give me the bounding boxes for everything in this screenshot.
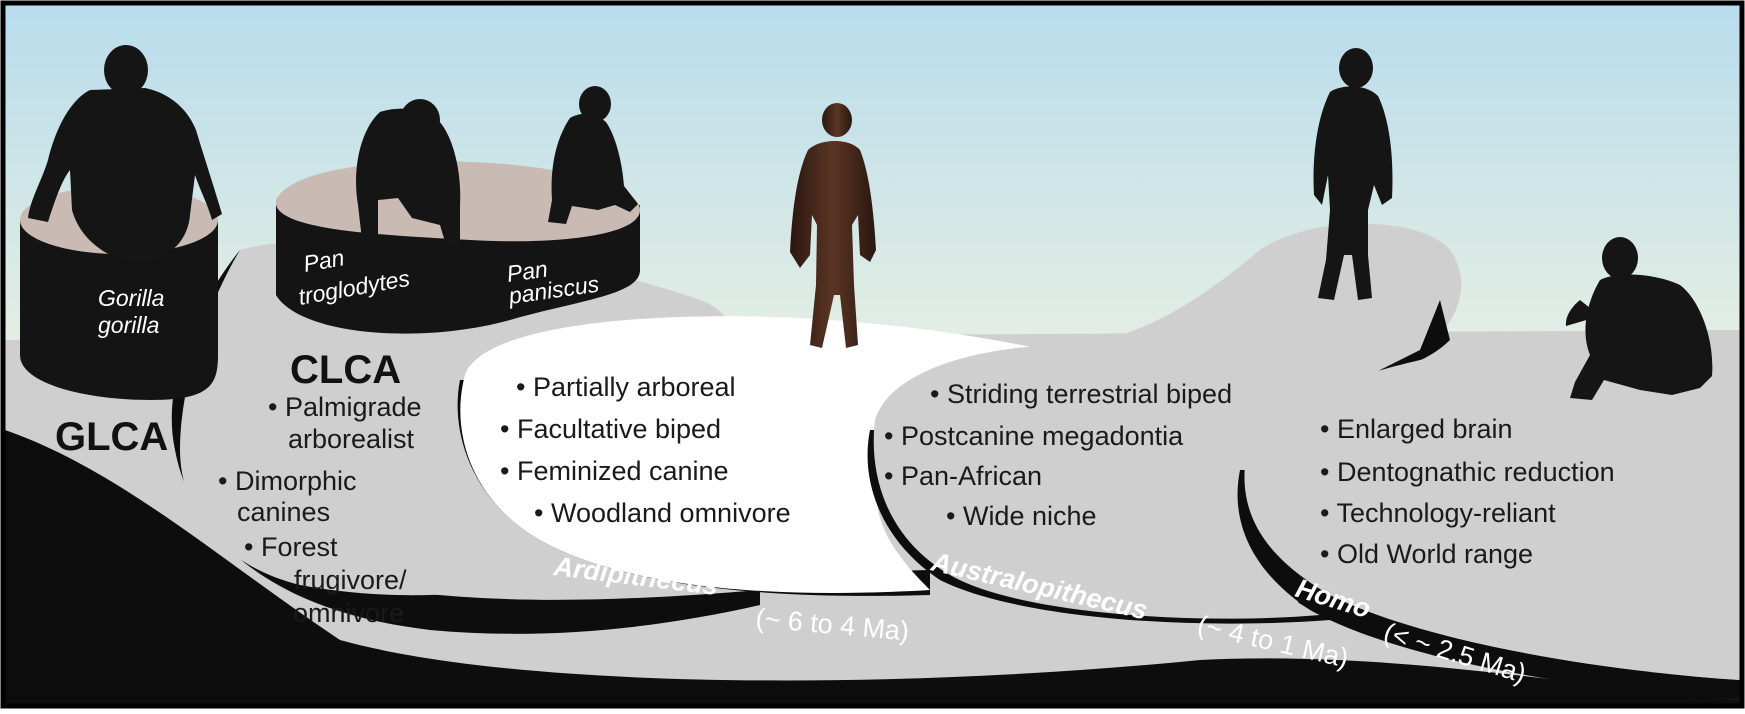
clca-trait-3c: omnivore	[293, 598, 404, 628]
gorilla-species-line-1: Gorilla	[98, 285, 164, 311]
ardipithecus-trait-1: • Partially arboreal	[516, 372, 736, 402]
clca-trait-2b: canines	[237, 497, 330, 527]
homo-trait-2: • Dentognathic reduction	[1320, 457, 1615, 487]
gorilla-figure	[28, 45, 222, 262]
clca-trait-3: • Forest	[244, 532, 338, 562]
ardipithecus-trait-3: • Feminized canine	[500, 456, 729, 486]
clca-trait-2: • Dimorphic	[218, 466, 356, 496]
clca-trait-3b: frugivore/	[294, 565, 407, 595]
australopithecus-trait-4: • Wide niche	[946, 501, 1097, 531]
homo-trait-1: • Enlarged brain	[1320, 414, 1513, 444]
homo-platform	[1237, 330, 1740, 700]
clca-trait-1b: arborealist	[288, 424, 415, 454]
chimpanzee-figure	[356, 99, 461, 245]
ardipithecus-trait-4: • Woodland omnivore	[534, 498, 791, 528]
homo-trait-4: • Old World range	[1320, 539, 1533, 569]
bonobo-figure	[548, 86, 638, 224]
australopithecus-trait-3: • Pan-African	[884, 461, 1042, 491]
glca-label: GLCA	[55, 415, 168, 459]
australopithecus-trait-2: • Postcanine megadontia	[884, 421, 1184, 451]
pan-paniscus-line-1: Pan	[505, 256, 549, 287]
australopithecus-figure	[1313, 48, 1393, 300]
clca-trait-1: • Palmigrade	[268, 392, 422, 422]
homo-figure	[1565, 237, 1713, 400]
homo-trait-3: • Technology-reliant	[1320, 498, 1556, 528]
clca-label: CLCA	[290, 348, 401, 392]
gorilla-species-line-2: gorilla	[98, 312, 159, 338]
ardipithecus-trait-2: • Facultative biped	[500, 414, 721, 444]
black-base	[5, 430, 1740, 704]
australopithecus-trait-1: • Striding terrestrial biped	[930, 379, 1232, 409]
ardipithecus-figure	[790, 103, 876, 348]
